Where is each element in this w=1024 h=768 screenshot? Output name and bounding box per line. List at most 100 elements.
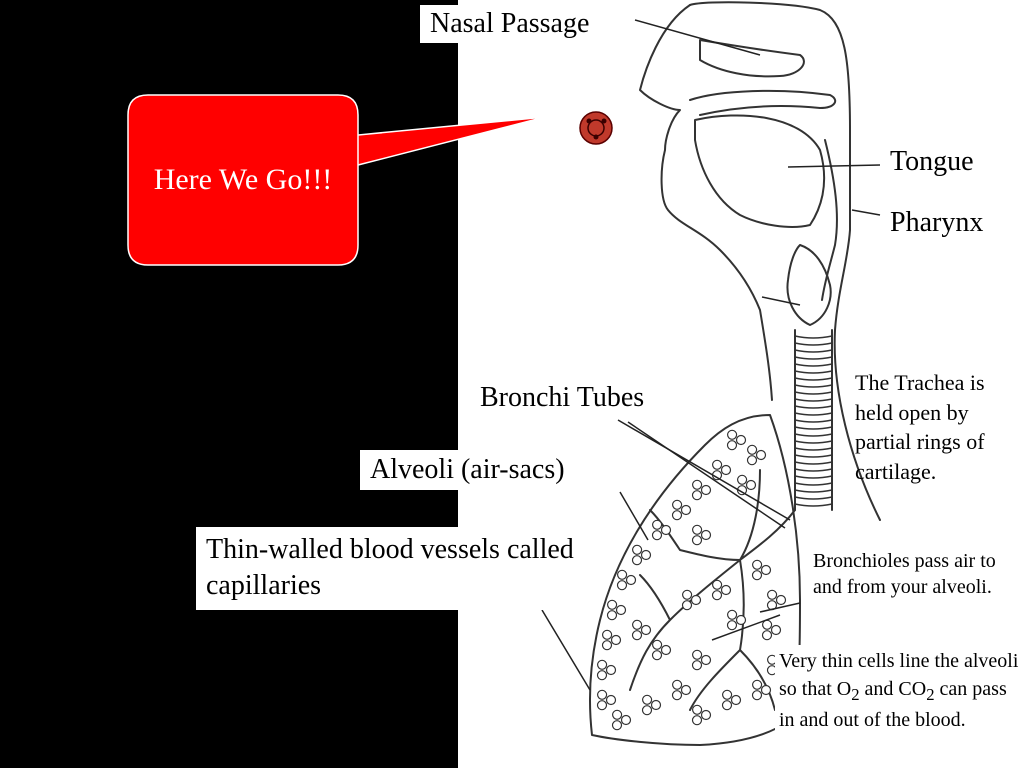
alveolus bbox=[720, 584, 732, 596]
nasal-cavity bbox=[699, 39, 805, 78]
alveolus bbox=[596, 689, 608, 700]
alveolus bbox=[671, 499, 683, 510]
thin-cells-text-2: and CO bbox=[859, 678, 927, 700]
tongue-shape bbox=[694, 114, 826, 228]
alveolus bbox=[651, 519, 663, 530]
callout-text: Here We Go!!! bbox=[153, 163, 333, 196]
alveolus bbox=[620, 714, 632, 726]
trachea-ring bbox=[794, 426, 833, 430]
alveolus bbox=[596, 670, 608, 681]
alveolus bbox=[606, 610, 618, 621]
alveoli-clusters bbox=[596, 429, 787, 731]
alveolus bbox=[611, 720, 623, 731]
alveolus bbox=[775, 594, 787, 606]
alveolus bbox=[730, 694, 742, 706]
alveolus bbox=[605, 664, 617, 676]
alveolus bbox=[760, 684, 772, 696]
alveolus bbox=[606, 599, 618, 610]
alveolus bbox=[690, 594, 702, 606]
subscript-o2: 2 bbox=[851, 685, 860, 704]
trachea-ring bbox=[794, 496, 833, 500]
trachea-ring bbox=[794, 482, 833, 486]
leader-thin-cells bbox=[711, 614, 781, 641]
leader-bronchi-1 bbox=[617, 419, 791, 521]
alveolus bbox=[681, 589, 693, 600]
pharynx-tube bbox=[821, 139, 838, 301]
trachea-ring bbox=[794, 349, 833, 353]
alveolus bbox=[671, 510, 683, 521]
trachea-ring bbox=[794, 370, 833, 374]
alveolus bbox=[726, 620, 738, 631]
trachea-ring bbox=[794, 475, 833, 479]
callout-bubble bbox=[127, 94, 546, 266]
alveolus bbox=[641, 694, 653, 705]
alveolus bbox=[651, 639, 663, 650]
alveolus bbox=[615, 604, 627, 616]
leader-pharynx bbox=[851, 209, 881, 216]
alveolus bbox=[700, 484, 712, 496]
leader-bronchi-2 bbox=[627, 421, 786, 529]
alveolus bbox=[681, 600, 693, 611]
larynx bbox=[786, 244, 832, 326]
alveolus bbox=[671, 679, 683, 690]
alveolus bbox=[596, 659, 608, 670]
alveolus bbox=[726, 440, 738, 451]
subscript-co2: 2 bbox=[926, 685, 935, 704]
trachea-ring bbox=[794, 384, 833, 388]
trachea-ring bbox=[794, 419, 833, 423]
alveolus bbox=[751, 690, 763, 701]
trachea-outline bbox=[794, 329, 833, 511]
thin-cells-text-3: can pass in and out of the blood. bbox=[779, 678, 1007, 732]
alveolus bbox=[735, 434, 747, 446]
label-pharynx: Pharynx bbox=[890, 207, 984, 238]
alveolus bbox=[751, 679, 763, 690]
alveolus bbox=[641, 705, 653, 716]
alveolus bbox=[691, 524, 703, 535]
thin-cells-text-1: Very thin cells line the alveoli so that… bbox=[779, 650, 1019, 700]
alveolus bbox=[691, 490, 703, 501]
trachea-ring bbox=[794, 377, 833, 381]
alveolus bbox=[601, 640, 613, 651]
leader-bronchioles bbox=[759, 602, 801, 613]
alveolus bbox=[760, 564, 772, 576]
alveolus bbox=[631, 555, 643, 566]
alveolus bbox=[751, 559, 763, 570]
trachea-ring bbox=[794, 447, 833, 451]
trachea-ring bbox=[794, 489, 833, 493]
alveolus bbox=[691, 660, 703, 671]
leader-alveoli bbox=[619, 491, 649, 541]
face-profile bbox=[639, 4, 773, 401]
alveolus bbox=[660, 644, 672, 656]
alveolus bbox=[601, 629, 613, 640]
alveolus bbox=[770, 624, 782, 636]
alveolus bbox=[610, 634, 622, 646]
trachea-ring bbox=[794, 412, 833, 416]
trachea-ring bbox=[794, 503, 833, 507]
alveolus bbox=[671, 690, 683, 701]
alveolus bbox=[611, 709, 623, 720]
label-tongue: Tongue bbox=[890, 146, 974, 177]
oxygen-molecule-icon bbox=[579, 111, 613, 145]
alveolus bbox=[700, 529, 712, 541]
alveolus bbox=[651, 530, 663, 541]
alveolus bbox=[616, 569, 628, 580]
alveolus bbox=[726, 429, 738, 440]
alveolus bbox=[700, 654, 712, 666]
alveolus bbox=[691, 479, 703, 490]
alveolus bbox=[751, 570, 763, 581]
alveolus bbox=[721, 700, 733, 711]
lung-outline bbox=[589, 414, 801, 746]
alveolus bbox=[640, 624, 652, 636]
alveolus bbox=[711, 579, 723, 590]
trachea-ring bbox=[794, 461, 833, 465]
leader-tongue bbox=[787, 164, 881, 168]
trachea-ring bbox=[794, 363, 833, 367]
alveolus bbox=[640, 549, 652, 561]
trachea-ring bbox=[794, 433, 833, 437]
alveolus bbox=[691, 704, 703, 715]
alveolus bbox=[746, 444, 758, 455]
alveolus bbox=[745, 479, 757, 491]
alveolus bbox=[755, 449, 767, 461]
alveolus bbox=[746, 455, 758, 466]
